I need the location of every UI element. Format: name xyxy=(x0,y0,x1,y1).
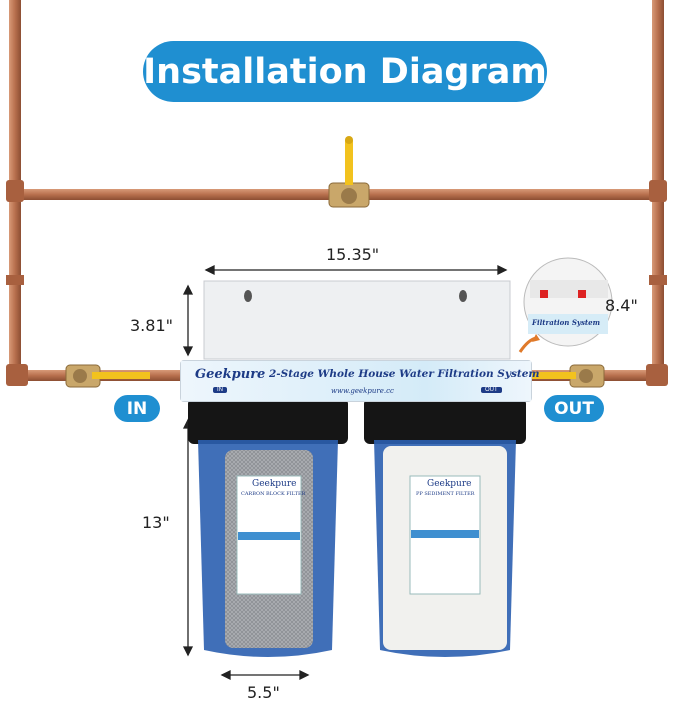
left-filter-housing xyxy=(198,440,338,657)
left-filter-name: CARBON BLOCK FILTER xyxy=(241,491,306,497)
panel-website: www.geekpure.cc xyxy=(331,387,394,395)
page-title: Installation Diagram xyxy=(143,41,547,102)
outlet-valve-icon xyxy=(530,364,605,388)
dimension-arrows xyxy=(182,264,508,681)
left-housing-cap xyxy=(188,398,348,444)
filter-head-panel: Geekpure 2-Stage Whole House Water Filtr… xyxy=(180,360,540,402)
mounting-bracket xyxy=(203,280,511,360)
bracket-height-dimension: 3.81" xyxy=(130,316,173,335)
right-filter-brand: Geekpure xyxy=(427,479,472,489)
inlet-label: IN xyxy=(114,395,160,422)
inset-detail-image xyxy=(518,257,613,353)
depth-dimension: 8.4" xyxy=(605,296,638,315)
width-dimension: 15.35" xyxy=(326,245,380,264)
left-filter-brand: Geekpure xyxy=(252,479,297,489)
right-housing-cap xyxy=(364,398,526,444)
panel-in-tag: IN xyxy=(213,387,227,393)
panel-out-tag: OUT xyxy=(481,387,502,393)
bypass-valve-icon xyxy=(328,136,370,208)
elbow-fitting xyxy=(6,180,24,202)
right-filter-housing xyxy=(374,440,516,657)
panel-brand: Geekpure xyxy=(195,367,266,382)
inset-caption: Filtration System xyxy=(532,318,600,327)
outlet-label: OUT xyxy=(544,395,604,422)
right-filter-name: PP SEDIMENT FILTER xyxy=(416,491,475,497)
panel-product: 2-Stage Whole House Water Filtration Sys… xyxy=(269,368,540,380)
housing-diameter-dimension: 5.5" xyxy=(247,683,280,702)
housing-height-dimension: 13" xyxy=(142,513,170,532)
elbow-fitting xyxy=(649,180,667,202)
inlet-valve-icon xyxy=(65,364,150,388)
